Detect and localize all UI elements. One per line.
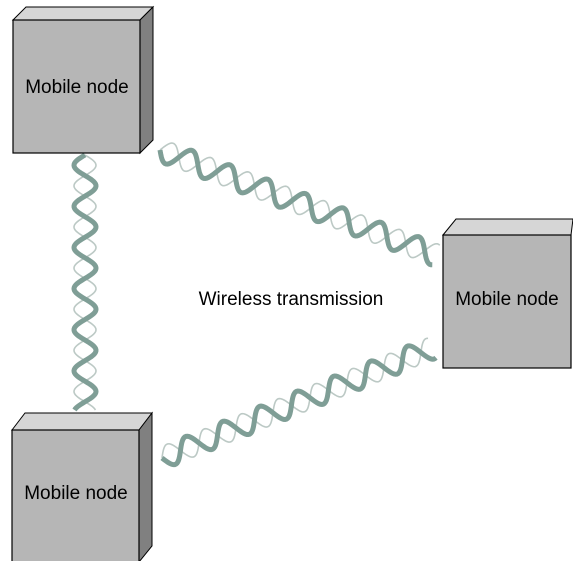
- wireless-link-top-left-bottom-left: [71, 152, 99, 412]
- wave-secondary: [161, 337, 429, 459]
- wave-primary: [157, 147, 433, 268]
- box-top-face: [10, 412, 154, 431]
- mobile-node-bottom-left: Mobile node: [10, 411, 154, 561]
- box-front-face: [11, 429, 140, 561]
- wave-secondary: [159, 142, 441, 259]
- node-label: Mobile node: [455, 289, 559, 310]
- box-top-face: [11, 6, 155, 21]
- mobile-node-right: Mobile node: [441, 218, 573, 369]
- node-label: Mobile node: [25, 77, 129, 98]
- box-side-face: [138, 411, 153, 561]
- wireless-transmission-label: Wireless transmission: [199, 289, 384, 310]
- wireless-link-bottom-left-right: [160, 337, 438, 468]
- mobile-node-top-left: Mobile node: [11, 5, 155, 155]
- box-top-face: [441, 218, 573, 236]
- box-front-face: [442, 234, 572, 369]
- node-label: Mobile node: [24, 483, 128, 504]
- box-side-face: [139, 5, 154, 155]
- wave-primary: [71, 152, 99, 412]
- wave-primary: [160, 343, 438, 468]
- wireless-link-top-left-right: [157, 142, 441, 268]
- box-front-face: [12, 19, 141, 154]
